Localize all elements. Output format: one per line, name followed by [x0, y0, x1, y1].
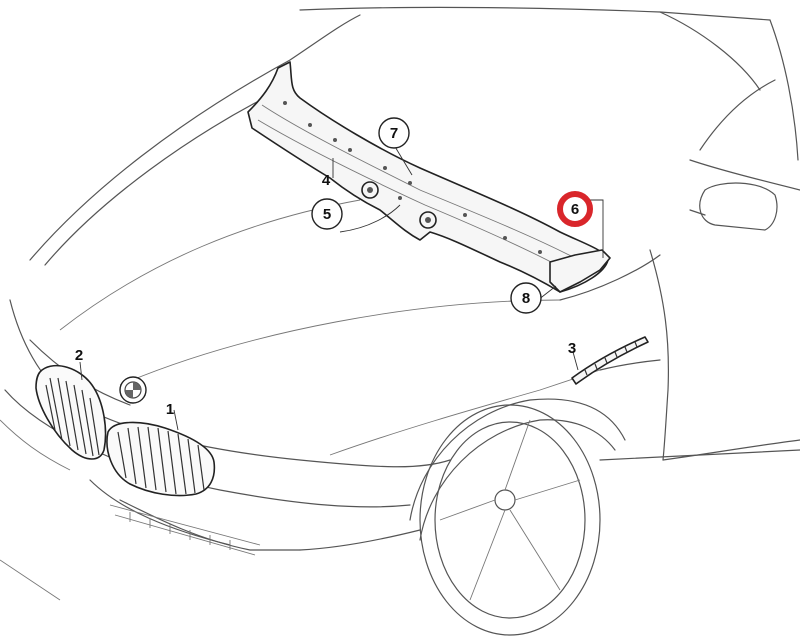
callout-5: 5: [311, 198, 343, 230]
svg-text:7: 7: [390, 125, 398, 142]
svg-text:8: 8: [522, 290, 530, 307]
side-vent-trim: [571, 336, 649, 385]
svg-text:1: 1: [166, 401, 174, 418]
callout-3: 3: [568, 340, 576, 357]
svg-text:2: 2: [75, 347, 83, 364]
callout-2: 2: [75, 347, 83, 364]
kidney-grille-right: [106, 421, 216, 497]
cowl-panel: [247, 61, 611, 293]
bmw-badge: [119, 376, 147, 404]
highlight-ring: [557, 191, 593, 227]
callout-4: 4: [322, 172, 331, 189]
car-body-outline: [0, 6, 800, 636]
svg-text:5: 5: [323, 206, 331, 223]
callout-8: 8: [510, 282, 542, 314]
callout-7: 7: [378, 117, 410, 149]
kidney-grille-left: [35, 364, 107, 460]
svg-text:3: 3: [568, 340, 576, 357]
svg-text:6: 6: [571, 201, 579, 218]
callout-6-highlighted: 6: [557, 191, 593, 227]
leader-lines: [79, 144, 604, 431]
callout-1: 1: [166, 401, 174, 418]
svg-text:4: 4: [322, 172, 331, 189]
